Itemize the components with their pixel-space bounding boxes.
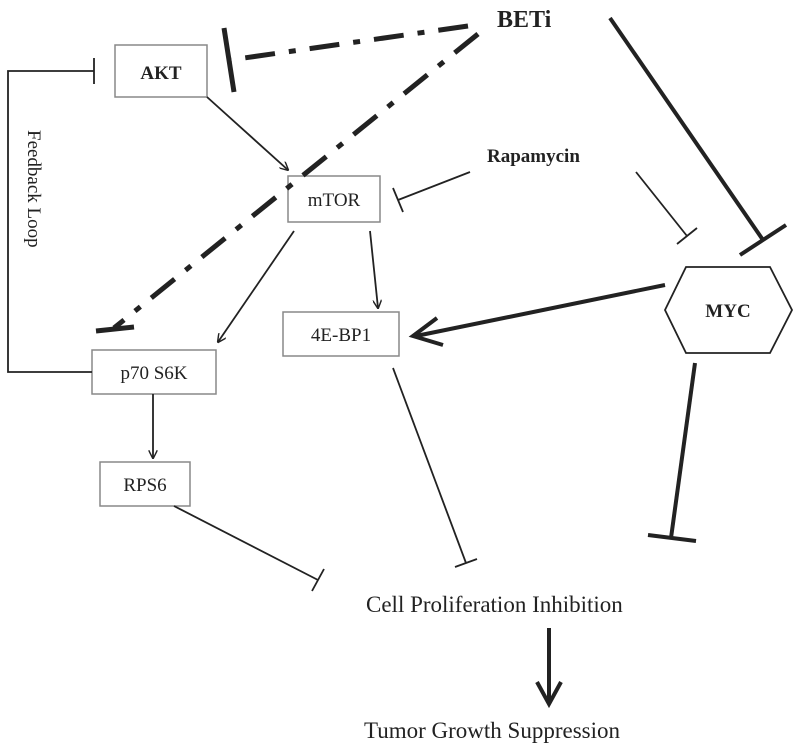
tbar-rapamycin-myc <box>676 227 698 245</box>
mtor-label: mTOR <box>308 190 361 211</box>
tbar-myc-prolif <box>647 533 697 543</box>
edge-4ebp1-prolif <box>392 367 467 564</box>
p70s6k-label: p70 S6K <box>120 363 187 384</box>
arrowhead-prolif-tumor <box>535 681 563 709</box>
rps6-box <box>99 461 191 507</box>
myc-label: MYC <box>705 301 750 322</box>
edge-beti-akt <box>229 23 469 63</box>
tbar-rps6-prolif <box>311 568 325 592</box>
akt-label: AKT <box>140 63 182 84</box>
beti-label: BETi <box>497 7 552 33</box>
rapamycin-label: Rapamycin <box>487 146 580 167</box>
edge-mtor-p70s6k <box>218 230 295 342</box>
eb4p1-label: 4E-BP1 <box>311 325 371 346</box>
edge-beti-myc <box>608 16 765 242</box>
tbar-beti-myc <box>738 223 788 257</box>
edge-mtor-4ebp1 <box>369 230 378 308</box>
mtor-box <box>287 175 381 223</box>
akt-box <box>114 44 208 98</box>
eb4p1-box <box>282 311 400 357</box>
tbar-4ebp1-prolif <box>454 558 478 568</box>
tumor-suppression-label: Tumor Growth Suppression <box>364 718 621 743</box>
edge-beti-p70s6k <box>112 32 480 330</box>
edge-myc-4ebp1 <box>415 283 666 338</box>
edge-akt-mtor <box>206 96 288 170</box>
edge-rps6-prolif <box>173 505 319 581</box>
rps6-label: RPS6 <box>123 475 166 496</box>
edge-rapamycin-mtor <box>397 171 471 201</box>
edge-myc-prolif <box>669 362 697 539</box>
feedback-loop-label: Feedback Loop <box>23 130 44 248</box>
edge-rapamycin-myc <box>635 171 688 237</box>
cell-proliferation-label: Cell Proliferation Inhibition <box>366 592 623 617</box>
tbar-rapamycin-mtor <box>392 187 404 213</box>
tbar-beti-akt <box>221 27 237 93</box>
p70s6k-box <box>91 349 217 395</box>
edge-feedback-loop <box>7 70 94 373</box>
tbar-beti-p70s6k <box>95 324 135 334</box>
arrowhead-myc-4ebp1 <box>408 316 444 347</box>
myc-hexagon <box>663 266 794 354</box>
